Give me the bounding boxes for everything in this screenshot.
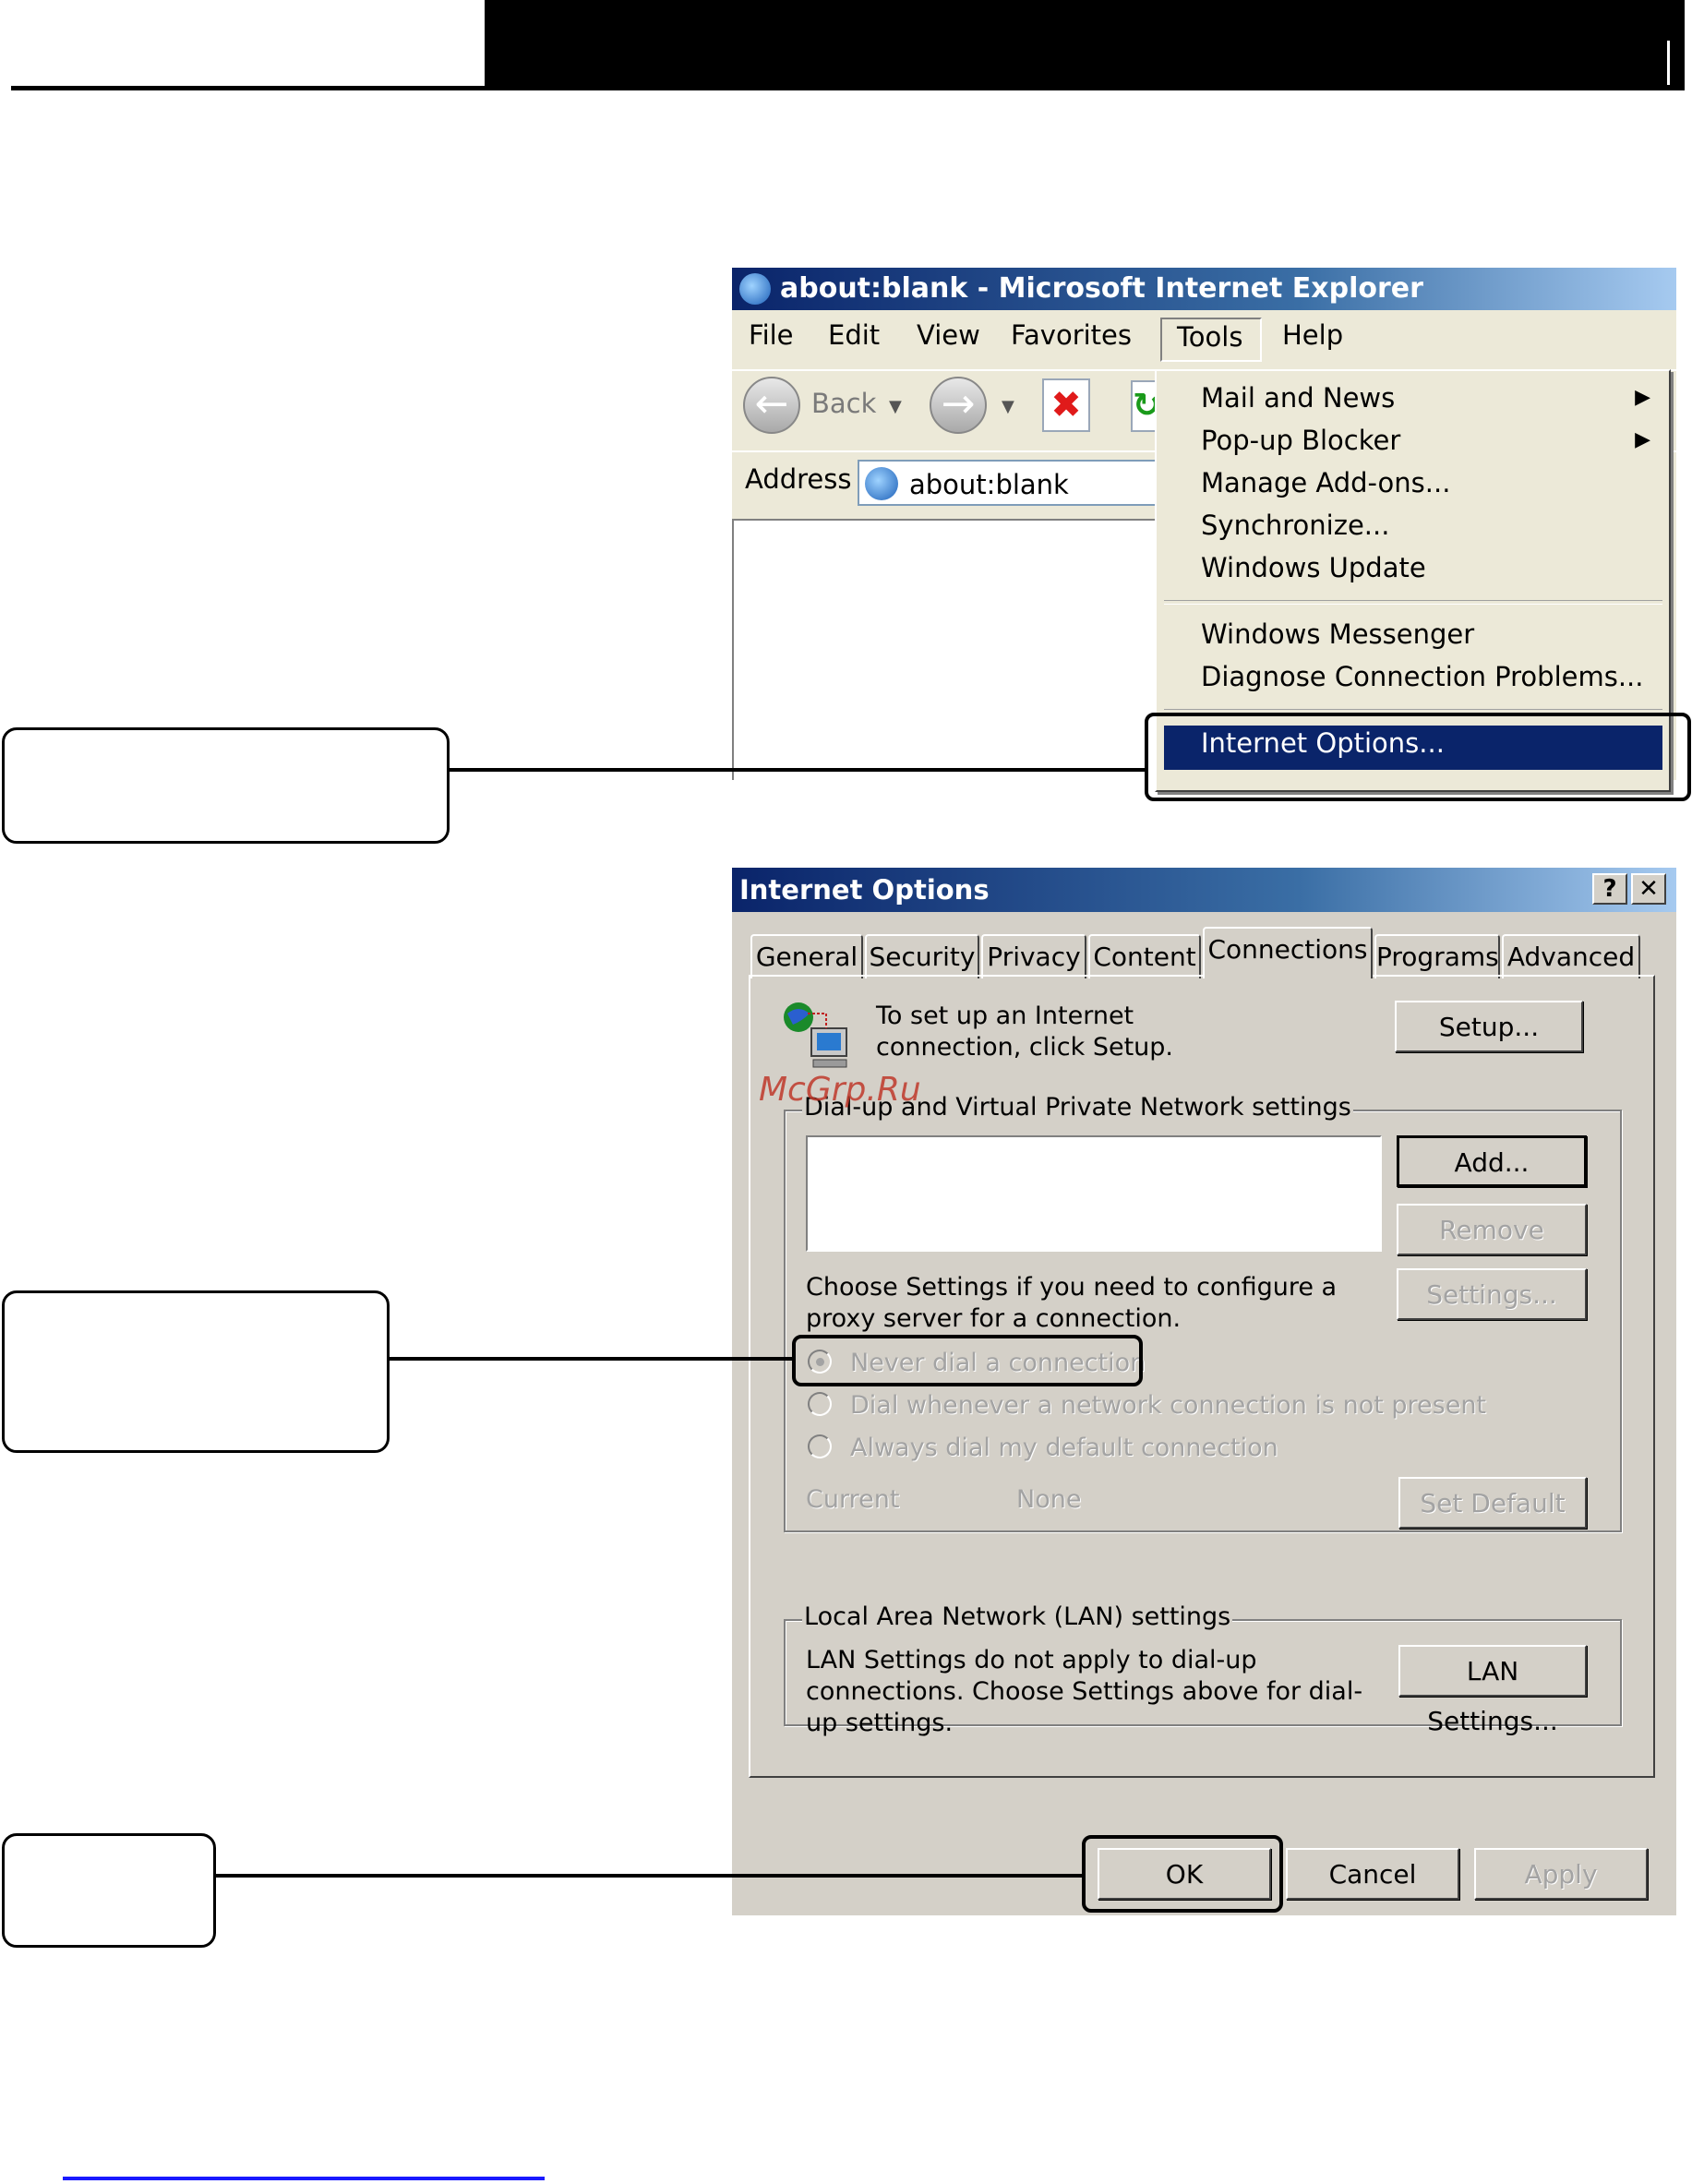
menu-item-synchronize[interactable]: Synchronize... bbox=[1201, 510, 1390, 541]
internet-options-dialog: Internet Options ? ✕ General Security Pr… bbox=[732, 868, 1676, 1915]
menu-separator bbox=[1164, 600, 1662, 605]
menu-item-diagnose[interactable]: Diagnose Connection Problems... bbox=[1201, 661, 1644, 692]
apply-button[interactable]: Apply bbox=[1474, 1848, 1648, 1900]
callout-box-3 bbox=[2, 1833, 216, 1948]
proxy-settings-text: Choose Settings if you need to configure… bbox=[806, 1273, 1338, 1333]
footer-link-underline[interactable] bbox=[63, 2177, 545, 2180]
page-icon bbox=[865, 467, 898, 500]
menu-item-manage-addons[interactable]: Manage Add-ons... bbox=[1201, 467, 1451, 498]
connections-panel bbox=[749, 975, 1655, 1778]
settings-button[interactable]: Settings... bbox=[1397, 1268, 1587, 1320]
tab-programs[interactable]: Programs bbox=[1374, 934, 1500, 978]
help-icon[interactable]: ? bbox=[1592, 873, 1627, 905]
page-header-bar bbox=[485, 0, 1685, 90]
ie-title-bar: about:blank - Microsoft Internet Explore… bbox=[732, 268, 1676, 310]
menu-item-popup-blocker[interactable]: Pop-up Blocker bbox=[1201, 425, 1401, 456]
lan-settings-text: LAN Settings do not apply to dial-up con… bbox=[806, 1646, 1363, 1737]
add-button[interactable]: Add... bbox=[1397, 1135, 1587, 1187]
callout-line-1 bbox=[448, 768, 1146, 772]
cancel-button[interactable]: Cancel bbox=[1286, 1848, 1459, 1900]
radio-always-dial-label[interactable]: Always dial my default connection bbox=[850, 1434, 1278, 1462]
tab-connections[interactable]: Connections bbox=[1203, 927, 1373, 978]
menu-view[interactable]: View bbox=[917, 319, 980, 351]
ok-button[interactable]: OK bbox=[1098, 1848, 1271, 1900]
setup-button[interactable]: Setup... bbox=[1395, 1001, 1583, 1052]
tab-content[interactable]: Content bbox=[1088, 934, 1201, 978]
dialog-title: Internet Options bbox=[739, 874, 990, 906]
callout-box-1 bbox=[2, 727, 450, 844]
menu-tools-pressed bbox=[1160, 318, 1262, 362]
header-rule bbox=[11, 86, 1682, 90]
menu-favorites[interactable]: Favorites bbox=[1011, 319, 1132, 351]
highlight-ok-button bbox=[1082, 1835, 1283, 1913]
tab-security[interactable]: Security bbox=[865, 934, 979, 978]
stop-icon[interactable]: ✖ bbox=[1042, 378, 1090, 432]
menu-help[interactable]: Help bbox=[1282, 319, 1344, 351]
menu-selection-highlight bbox=[1164, 726, 1662, 770]
callout-line-2 bbox=[388, 1357, 794, 1361]
radio-always-dial[interactable] bbox=[808, 1434, 832, 1458]
set-default-button[interactable]: Set Default bbox=[1398, 1477, 1587, 1529]
lan-group-label: Local Area Network (LAN) settings bbox=[802, 1602, 1233, 1631]
ie-window-title: about:blank - Microsoft Internet Explore… bbox=[780, 272, 1423, 305]
menu-file[interactable]: File bbox=[749, 319, 794, 351]
forward-dropdown-icon[interactable]: ▼ bbox=[1002, 397, 1014, 416]
tab-general[interactable]: General bbox=[750, 934, 863, 978]
back-dropdown-icon[interactable]: ▼ bbox=[889, 397, 902, 416]
tab-advanced[interactable]: Advanced bbox=[1502, 934, 1640, 978]
callout-box-2 bbox=[2, 1290, 390, 1453]
header-tick bbox=[1667, 41, 1670, 85]
back-label[interactable]: Back bbox=[811, 388, 877, 419]
dialog-title-bar: Internet Options bbox=[732, 868, 1676, 912]
lan-settings-button[interactable]: LAN Settings... bbox=[1398, 1645, 1587, 1736]
ie-logo-icon bbox=[739, 273, 771, 305]
forward-arrow-icon[interactable]: → bbox=[930, 377, 987, 434]
menu-item-windows-messenger[interactable]: Windows Messenger bbox=[1201, 618, 1475, 650]
remove-button[interactable]: Remove bbox=[1397, 1204, 1587, 1255]
tab-privacy[interactable]: Privacy bbox=[981, 934, 1086, 978]
connections-listbox[interactable] bbox=[806, 1135, 1382, 1252]
menu-edit[interactable]: Edit bbox=[828, 319, 881, 351]
radio-never-dial-label[interactable]: Never dial a connection bbox=[850, 1349, 1146, 1377]
radio-dot bbox=[816, 1358, 824, 1366]
callout-line-3 bbox=[216, 1874, 1084, 1878]
dialup-group-label: Dial-up and Virtual Private Network sett… bbox=[802, 1093, 1353, 1122]
menu-item-windows-update[interactable]: Windows Update bbox=[1201, 552, 1426, 583]
menu-tools-label[interactable]: Tools bbox=[1177, 321, 1243, 353]
menu-item-internet-options[interactable]: Internet Options... bbox=[1201, 727, 1445, 759]
back-arrow-icon[interactable]: ← bbox=[743, 377, 800, 434]
highlight-internet-options bbox=[1145, 713, 1691, 801]
address-label: Address bbox=[745, 463, 852, 495]
highlight-never-dial bbox=[792, 1335, 1143, 1386]
setup-instructions: To set up an Internet connection, click … bbox=[876, 1002, 1174, 1062]
close-icon[interactable]: ✕ bbox=[1631, 873, 1666, 905]
current-label: Current bbox=[806, 1485, 900, 1514]
menu-item-mail-and-news[interactable]: Mail and News bbox=[1201, 382, 1396, 414]
tools-menu: Mail and News ▶ Pop-up Blocker ▶ Manage … bbox=[1155, 369, 1671, 792]
radio-dial-whenever[interactable] bbox=[808, 1392, 832, 1416]
radio-dial-whenever-label[interactable]: Dial whenever a network connection is no… bbox=[850, 1391, 1487, 1420]
network-computer-icon bbox=[784, 1002, 847, 1068]
watermark: McGrp.Ru bbox=[759, 1071, 921, 1109]
current-value: None bbox=[1016, 1485, 1082, 1514]
submenu-arrow-icon: ▶ bbox=[1635, 386, 1650, 409]
address-value[interactable]: about:blank bbox=[909, 469, 1069, 500]
submenu-arrow-icon: ▶ bbox=[1635, 428, 1650, 451]
radio-never-dial[interactable] bbox=[808, 1350, 832, 1374]
